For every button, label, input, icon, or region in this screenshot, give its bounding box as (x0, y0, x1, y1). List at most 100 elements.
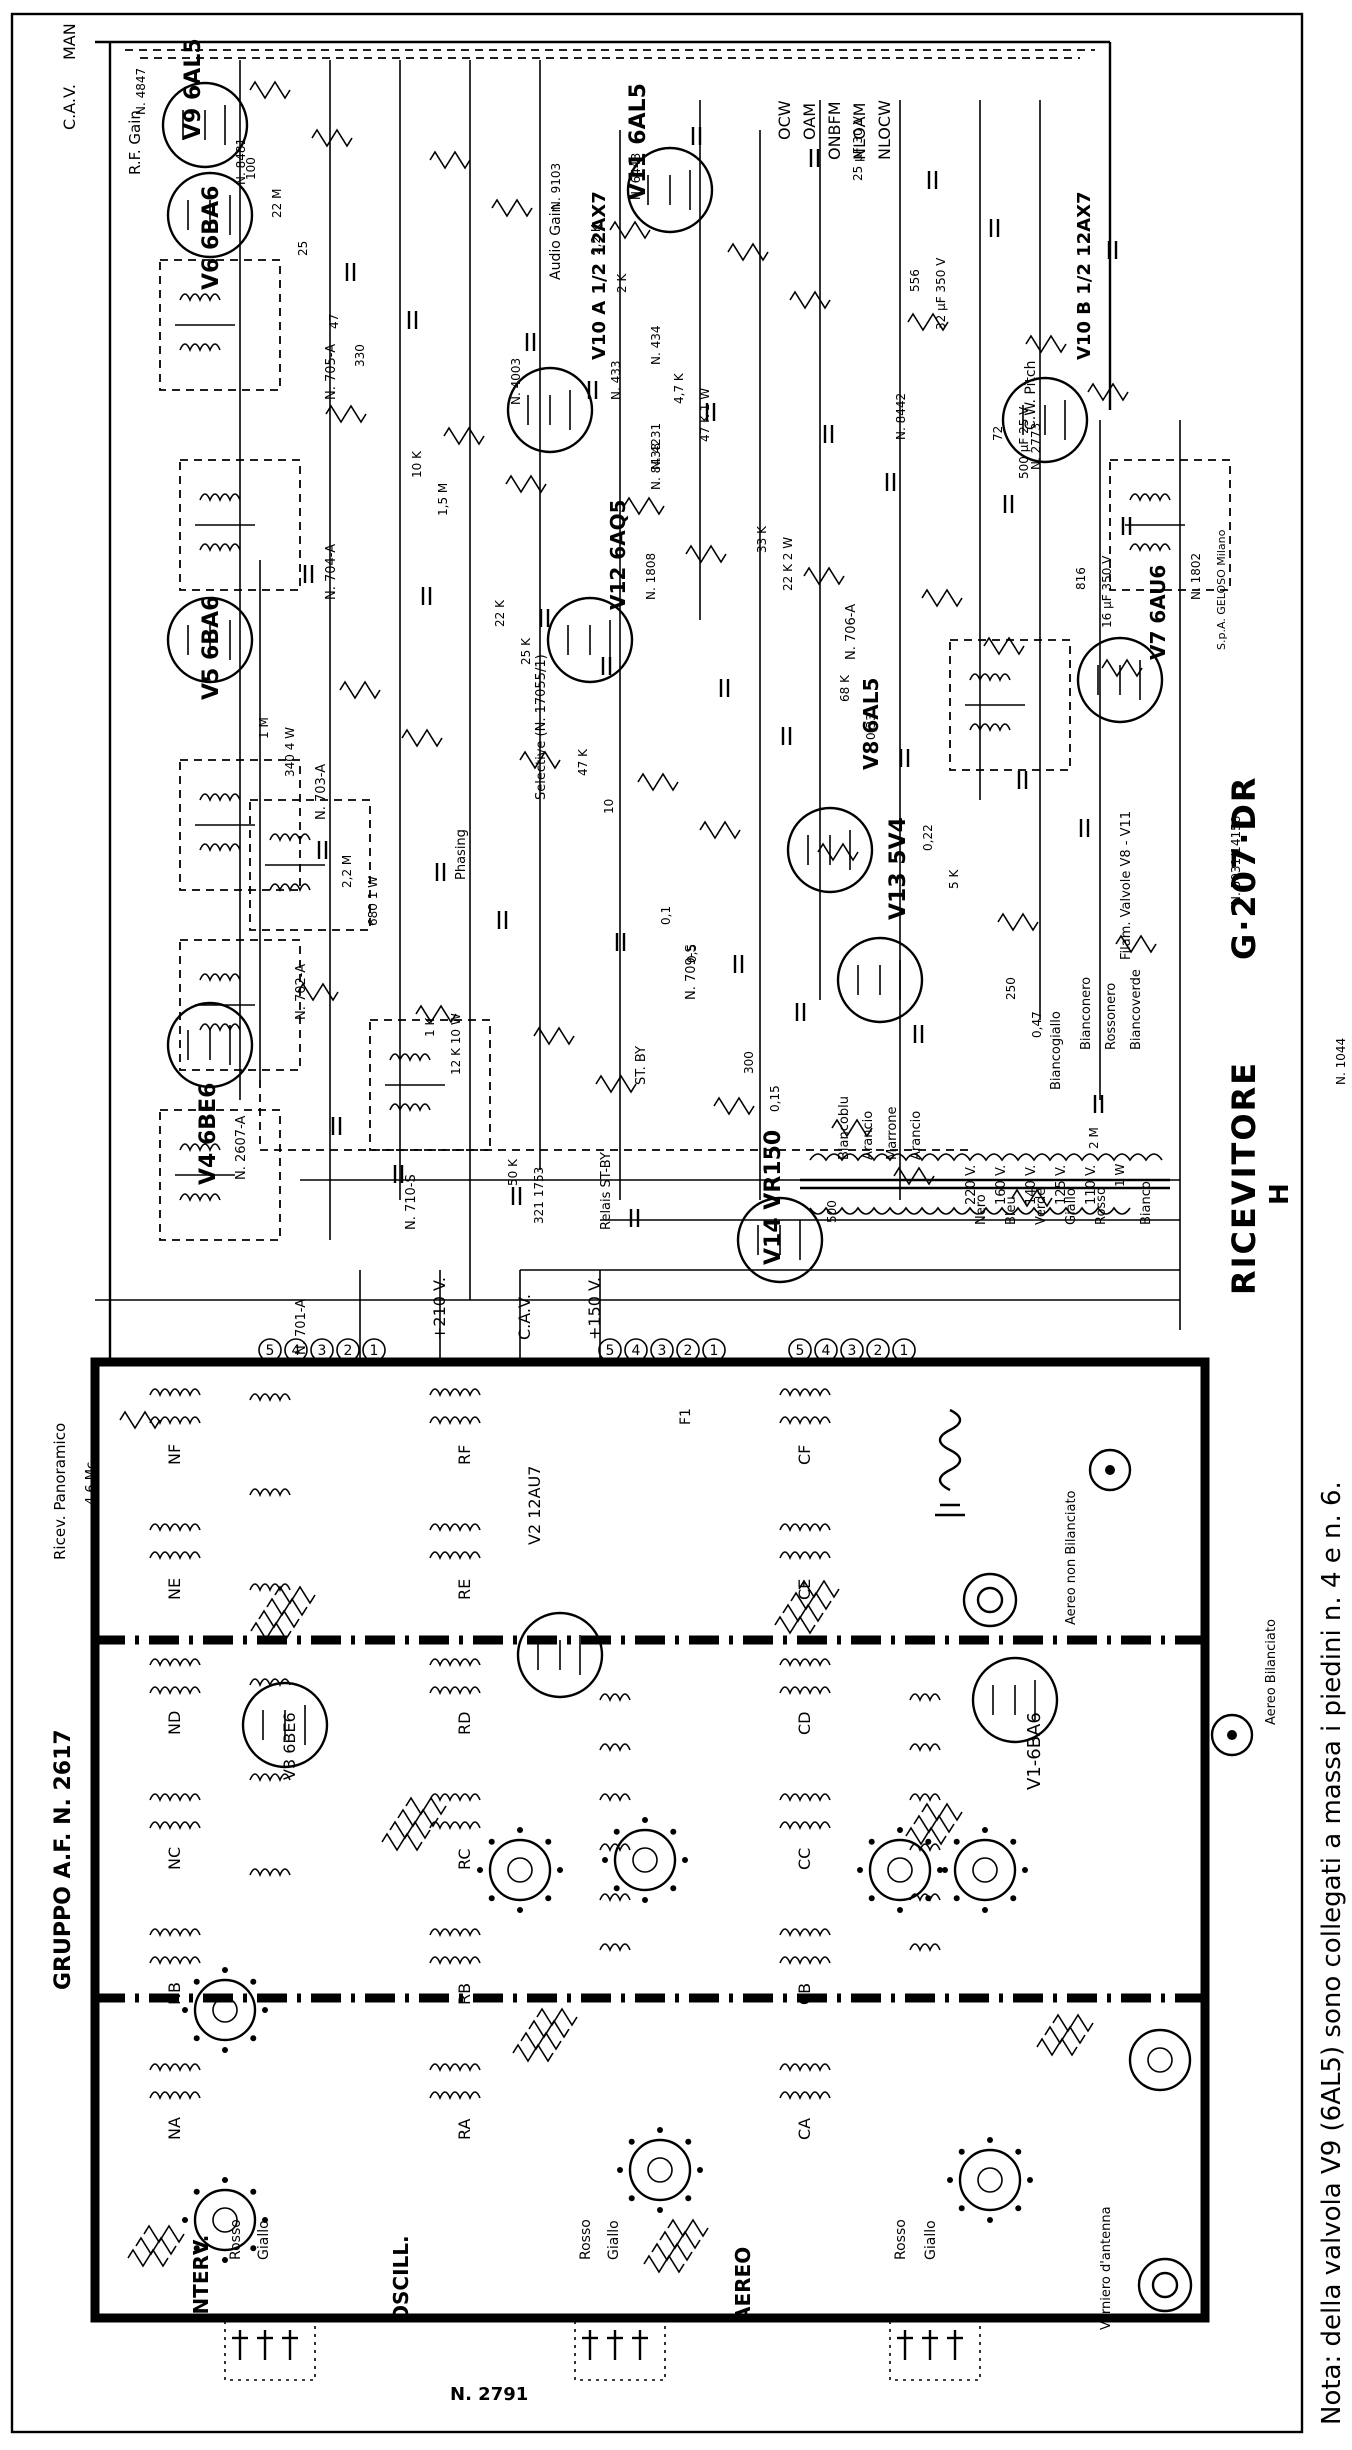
coil-label: RC (455, 1849, 474, 1871)
antenna-sockets (962, 1448, 1254, 2313)
label-relais: Relais ST-BY (599, 1152, 614, 1230)
coil-label: NE (165, 1578, 184, 1600)
trimmer-groups (224, 2319, 981, 2381)
power-transformer (800, 1153, 1170, 1215)
oscill-rosso: Rosso (578, 2219, 594, 2260)
part-number: N. 4003 (509, 358, 523, 405)
wire-color-label: Rossonero (1104, 983, 1119, 1050)
section-aereo: AEREO (731, 2247, 755, 2322)
component-value: 72 (991, 426, 1005, 441)
component-value: 0,47 (1030, 1011, 1044, 1038)
group-part-number: N. 2791 (450, 2384, 528, 2405)
component-value: 5 K (947, 869, 961, 889)
manufacturer: S.p.A. GELOSO Milano (1215, 529, 1228, 650)
outer-border (10, 12, 1304, 2434)
wire-color-label: Nero (974, 1194, 989, 1225)
receiver-title: RICEVITORE (1225, 1061, 1263, 1295)
component-value: 330 (353, 344, 367, 367)
wire-color-label: Verde (1034, 1188, 1049, 1225)
label-aereo-non-bil: Aereo non Bilanciato (1064, 1490, 1079, 1625)
component-value: 0,5 (685, 944, 699, 963)
wire-color-label: Biancoblu (837, 1096, 852, 1160)
transformer-label: N. 709-S (684, 944, 699, 1000)
coil-label: RA (455, 2119, 474, 2140)
mode-nlocw: NLOCW (875, 100, 894, 160)
mode-onbfm: ONBFM (825, 101, 844, 160)
component-value: 100 (244, 157, 258, 180)
coil-label: RD (455, 1712, 474, 1735)
component-value: 321 1753 (532, 1167, 546, 1224)
coil-label: RB (455, 1983, 474, 2005)
mains-tap-label: 220 V. (964, 1165, 979, 1205)
component-value: 250 (1004, 977, 1018, 1000)
coil-label: CB (795, 1983, 814, 2005)
label-aereo-bil: Aereo Bilanciato (1264, 1619, 1279, 1725)
aereo-giallo: Giallo (923, 2220, 939, 2260)
connector-number: 1 (900, 1343, 909, 1359)
mode-switch-labels: OCW OAM ONBFM NLOAM NLOCW (775, 100, 894, 160)
component-value: 0,33 (864, 713, 878, 740)
connector-number: 3 (318, 1343, 327, 1359)
component-value: 1,5 M (436, 483, 450, 516)
part-number: N. 4231 (649, 423, 663, 470)
part-number: N. 1802 (1189, 553, 1203, 600)
label-ricev-panoramico: Ricev. Panoramico (51, 1423, 69, 1560)
label-stby: ST. BY (634, 1046, 649, 1085)
connector-number: 4 (292, 1343, 301, 1359)
part-number: N. 433 (609, 360, 623, 400)
part-number: N. 8442 (894, 393, 908, 440)
mains-tap-label: 160 V. (994, 1165, 1009, 1205)
wire-color-label: Bianconero (1079, 977, 1094, 1050)
label-cav: C.A.V. (60, 84, 79, 130)
coil-label: CC (795, 1848, 814, 1870)
coil-label: RE (455, 1579, 474, 1600)
part-number: N. 8481 (234, 138, 248, 185)
connector-number: 2 (874, 1343, 883, 1359)
transformer-label: N. 705-A (324, 344, 339, 400)
mains-tap-labels: 220 V.160 V.140 V.125 V.110 V. (964, 1165, 1099, 1205)
mode-oam: OAM (800, 103, 819, 140)
component-value: 816 (1074, 567, 1088, 590)
rail-f1: F1 (678, 1408, 694, 1425)
component-value: 16 μF 350 V (1100, 555, 1114, 628)
component-value: 2 K (615, 273, 629, 293)
tube-label-v14: V14 VR150 (761, 1130, 786, 1265)
transformer-label: N. 2607-A (234, 1116, 249, 1180)
connector-number: 1 (710, 1343, 719, 1359)
component-value: 33 K (755, 525, 769, 553)
rail-150v: +150 V. (585, 1277, 604, 1340)
part-number: N. 1044 (1334, 1038, 1348, 1085)
coil-label: RF (455, 1445, 474, 1465)
group-title: GRUPPO A.F. N. 2617 (51, 1729, 76, 1990)
component-value: 12 K 10 W (449, 1013, 463, 1075)
supply-labels: +210 V. +150 V. C.A.V. F1 (430, 1277, 694, 1425)
part-number: N. 4847 (134, 68, 148, 115)
wire-color-label: Biancogiallo (1049, 1011, 1064, 1090)
model-suffix: H (1265, 1183, 1295, 1205)
label-filam: Filam. Valvole V8 - V11 (1119, 811, 1134, 960)
if-transformers (159, 259, 1231, 1241)
connector-number: 4 (822, 1343, 831, 1359)
component-value: 1 M (257, 717, 271, 739)
connector-number: 5 (606, 1343, 615, 1359)
coil-label: CA (795, 2118, 814, 2140)
component-value: 0,15 (768, 1085, 782, 1112)
mains-plug (935, 1408, 965, 1517)
component-value: 25 μF 30 V (851, 115, 865, 181)
component-value: 0,1 (659, 906, 673, 925)
component-value: 680 1 W (366, 876, 380, 926)
component-value: 1 K (423, 1017, 437, 1037)
function-labels: R.F. Gain C.A.V. MAN Audio Gain Selectiv… (51, 23, 1279, 2330)
switch-color-labels: Rosso Giallo Rosso Giallo Rosso Giallo (228, 2219, 939, 2260)
mode-nloam: NLOAM (850, 103, 869, 160)
connector-number: 3 (848, 1343, 857, 1359)
connector-number: 2 (344, 1343, 353, 1359)
tube-label-v11: V11 6AL5 (626, 83, 651, 200)
component-value: 22 M (270, 189, 284, 218)
mains-tap-label: 110 V. (1084, 1165, 1099, 1205)
wire-color-label: Bleu (1004, 1196, 1019, 1225)
